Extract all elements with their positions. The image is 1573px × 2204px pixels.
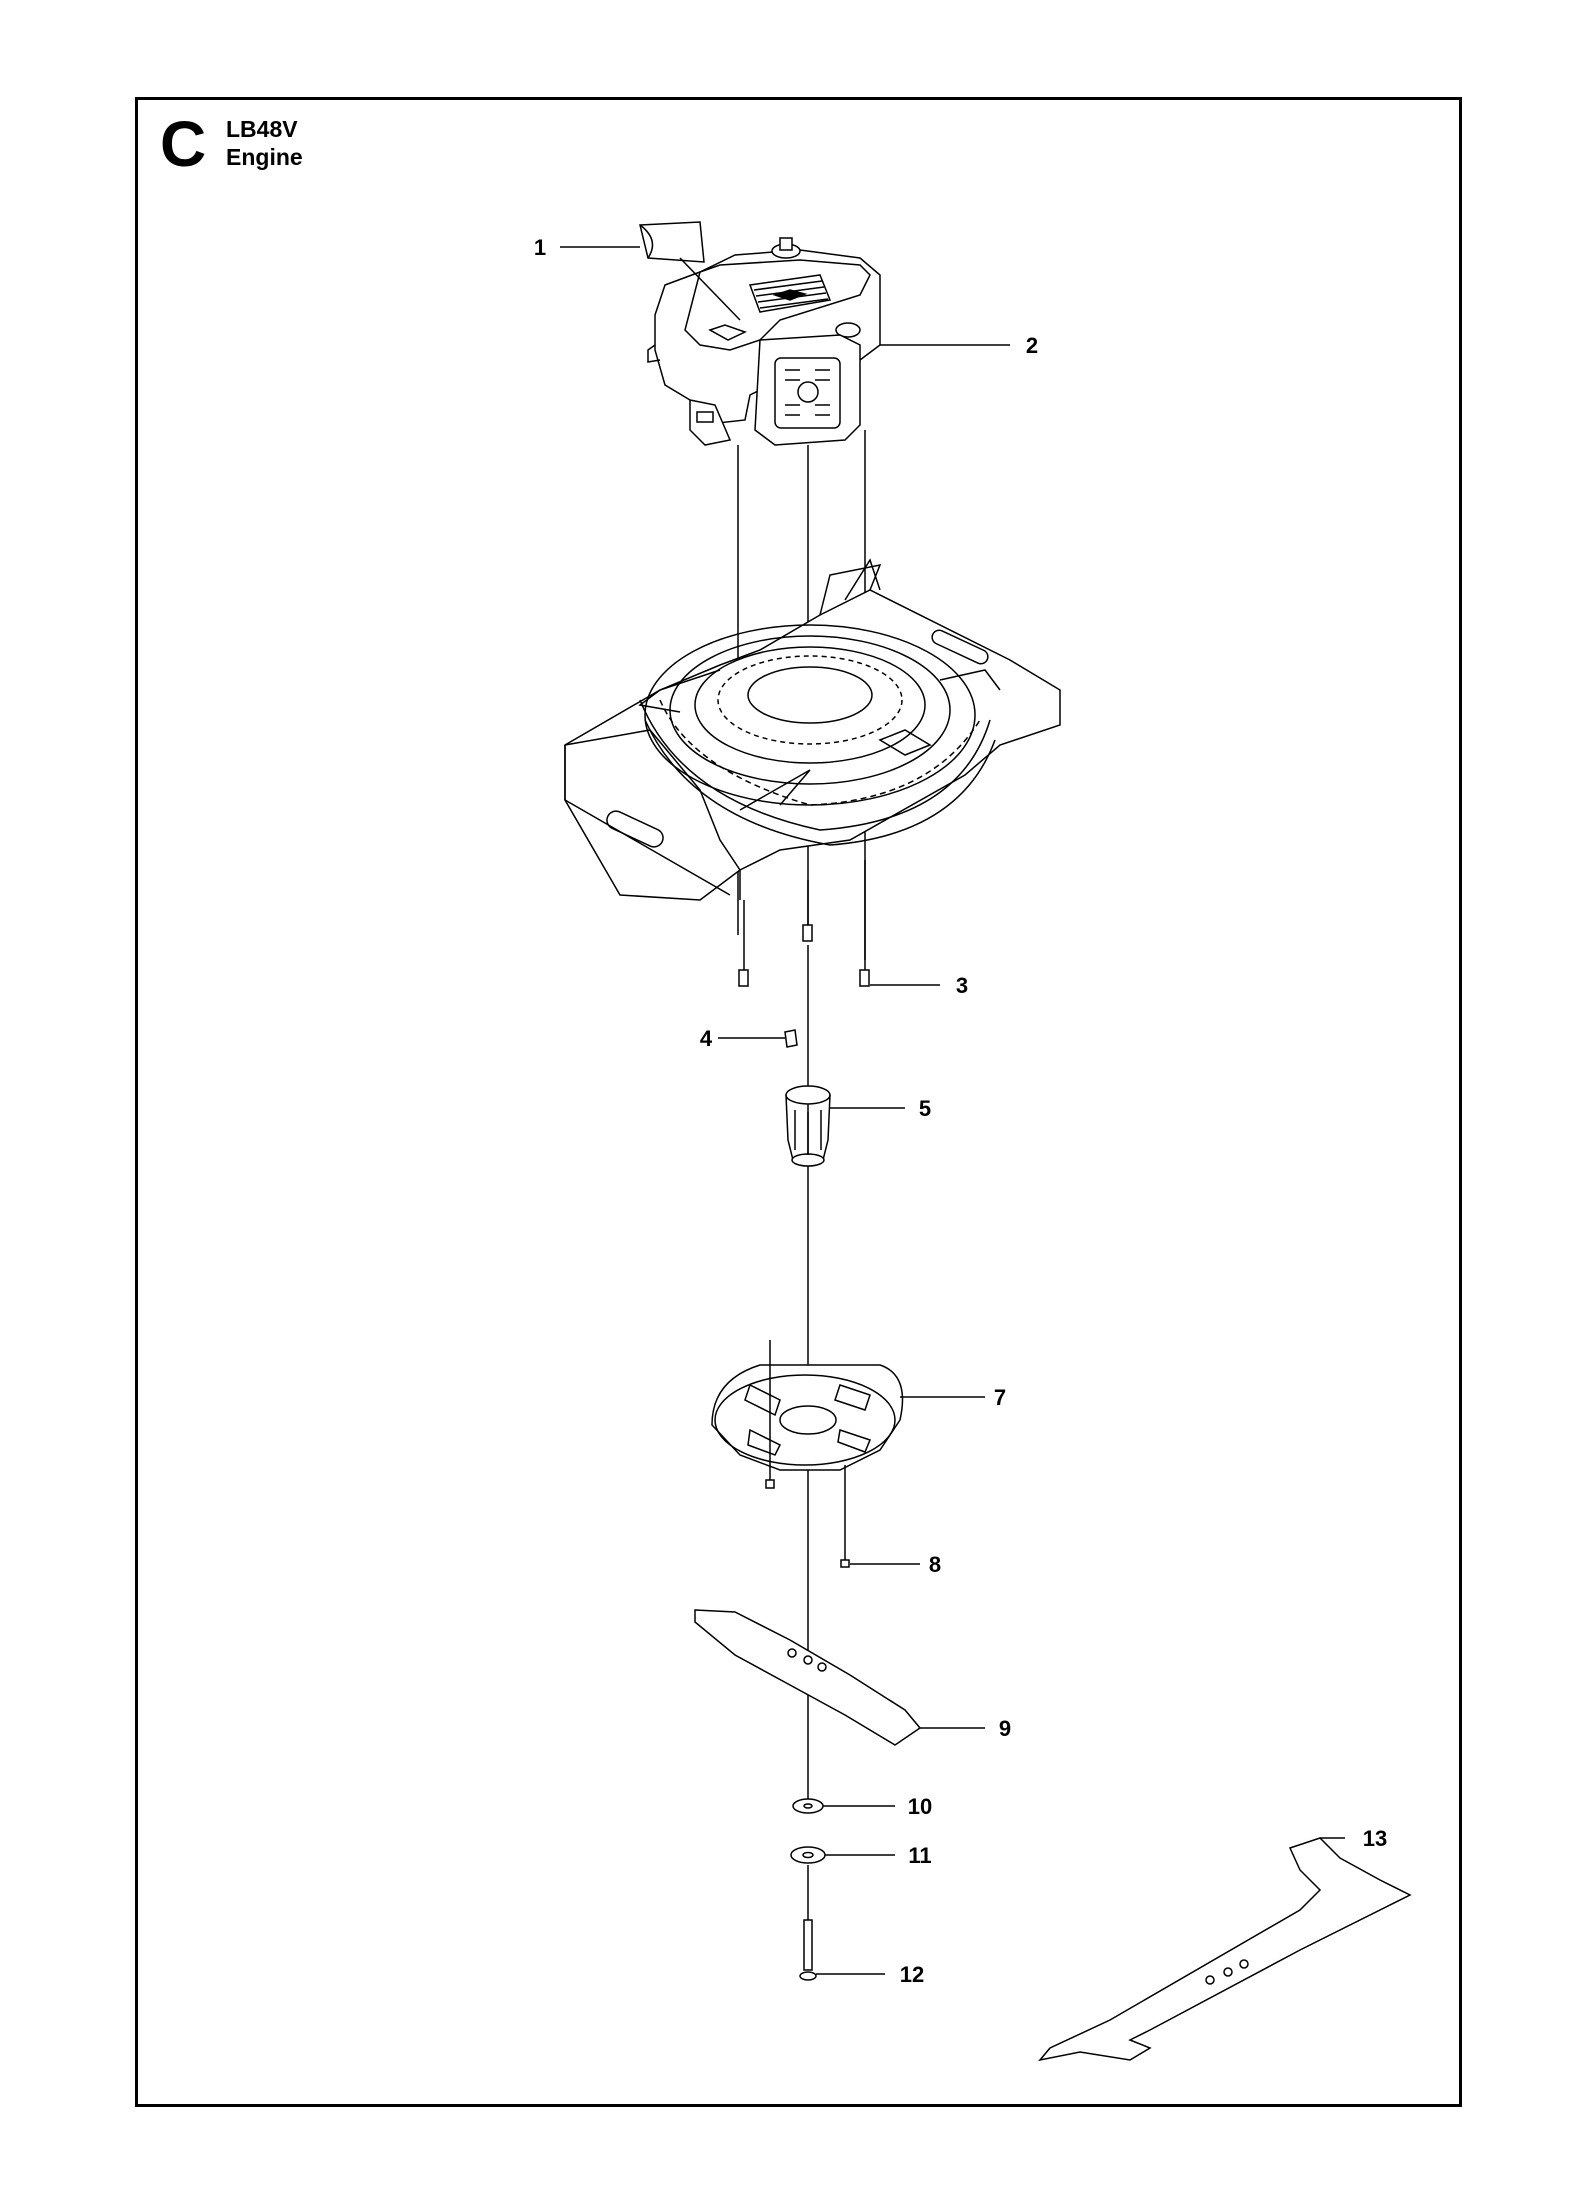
callout-12: 12: [900, 1962, 924, 1987]
part-7-cover: [711, 1340, 904, 1568]
section-title: Engine: [226, 144, 303, 170]
callout-8: 8: [929, 1552, 941, 1577]
callout-9: 9: [999, 1716, 1011, 1741]
part-13-blade: [1038, 1837, 1412, 2062]
callout-4: 4: [700, 1026, 713, 1051]
callout-2: 2: [1026, 333, 1038, 358]
part-1-decal: [639, 221, 705, 263]
part-11-washer: [790, 1846, 826, 1864]
part-12-bolt: [799, 1865, 817, 1981]
part-4-key: [784, 1029, 798, 1048]
callout-7: 7: [994, 1385, 1006, 1410]
callout-5: 5: [919, 1096, 931, 1121]
model-name: LB48V: [226, 116, 298, 142]
callout-1: 1: [534, 235, 546, 260]
callout-3: 3: [956, 973, 968, 998]
part-2-engine: [647, 237, 881, 446]
part-10-washer: [792, 1798, 824, 1814]
part-5-blade-adapter: [785, 1085, 831, 1167]
section-letter: C: [160, 108, 207, 180]
mower-deck: [564, 558, 1061, 901]
diagram-frame: [135, 97, 1462, 2107]
callout-13: 13: [1363, 1826, 1387, 1851]
callout-10: 10: [908, 1794, 932, 1819]
part-9-blade: [694, 1609, 922, 1746]
part-3-screws: [738, 860, 870, 987]
callout-11: 11: [908, 1843, 931, 1868]
